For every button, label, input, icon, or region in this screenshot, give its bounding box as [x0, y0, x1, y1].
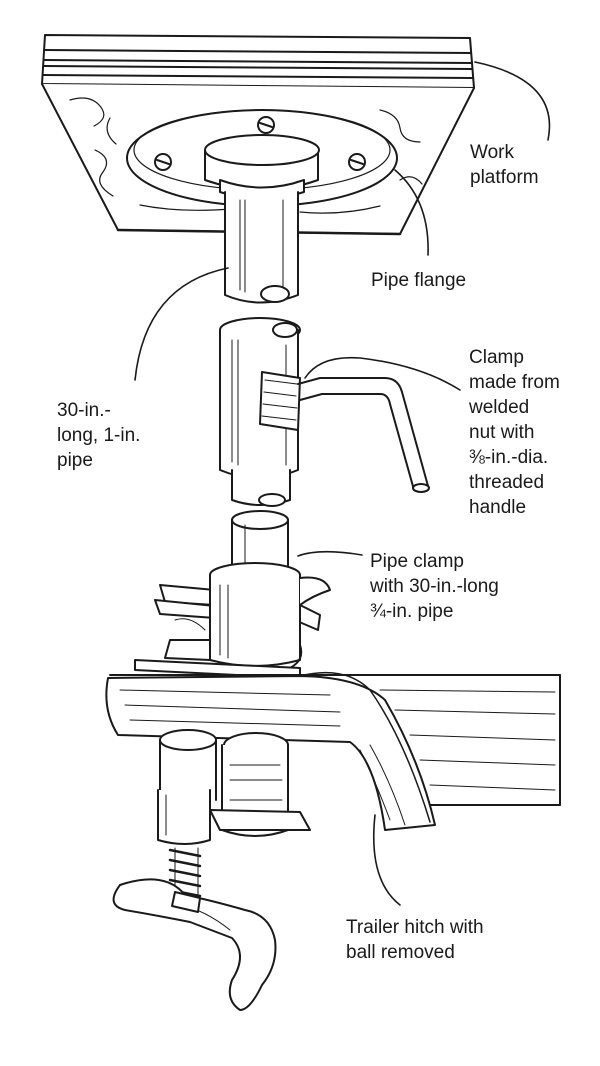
label-work-platform: Work platform — [470, 142, 539, 188]
leader-work-platform — [474, 61, 551, 141]
leader-lines — [134, 61, 551, 906]
screw-icon — [257, 116, 275, 134]
upper-pipe — [224, 191, 299, 304]
leader-pipe-flange — [394, 169, 429, 256]
label-pipe-clamp: Pipe clamp with 30-in.-long ¾-in. pipe — [370, 551, 499, 622]
leader-clamp-nut — [304, 356, 461, 391]
bench — [105, 671, 561, 831]
label-clamp-nut: Clamp made from welded nut with ⅜-in.-di… — [469, 347, 560, 518]
screw-icon — [154, 153, 172, 171]
trailer-hitch — [112, 729, 311, 1011]
welded-nut — [259, 371, 301, 431]
label-pipe-flange: Pipe flange — [371, 270, 467, 291]
middle-pipe — [219, 317, 301, 507]
screw-icon — [348, 153, 366, 171]
label-30in-pipe: 30-in.- long, 1-in. pipe — [57, 400, 141, 471]
leader-trailer-hitch — [372, 814, 401, 906]
leader-30in-pipe — [134, 267, 229, 381]
pipe-flange — [126, 109, 398, 207]
leader-pipe-clamp — [297, 550, 363, 557]
label-trailer-hitch: Trailer hitch with ball removed — [346, 917, 484, 963]
threaded-handle — [297, 377, 430, 493]
pipe-clamp — [134, 562, 331, 679]
